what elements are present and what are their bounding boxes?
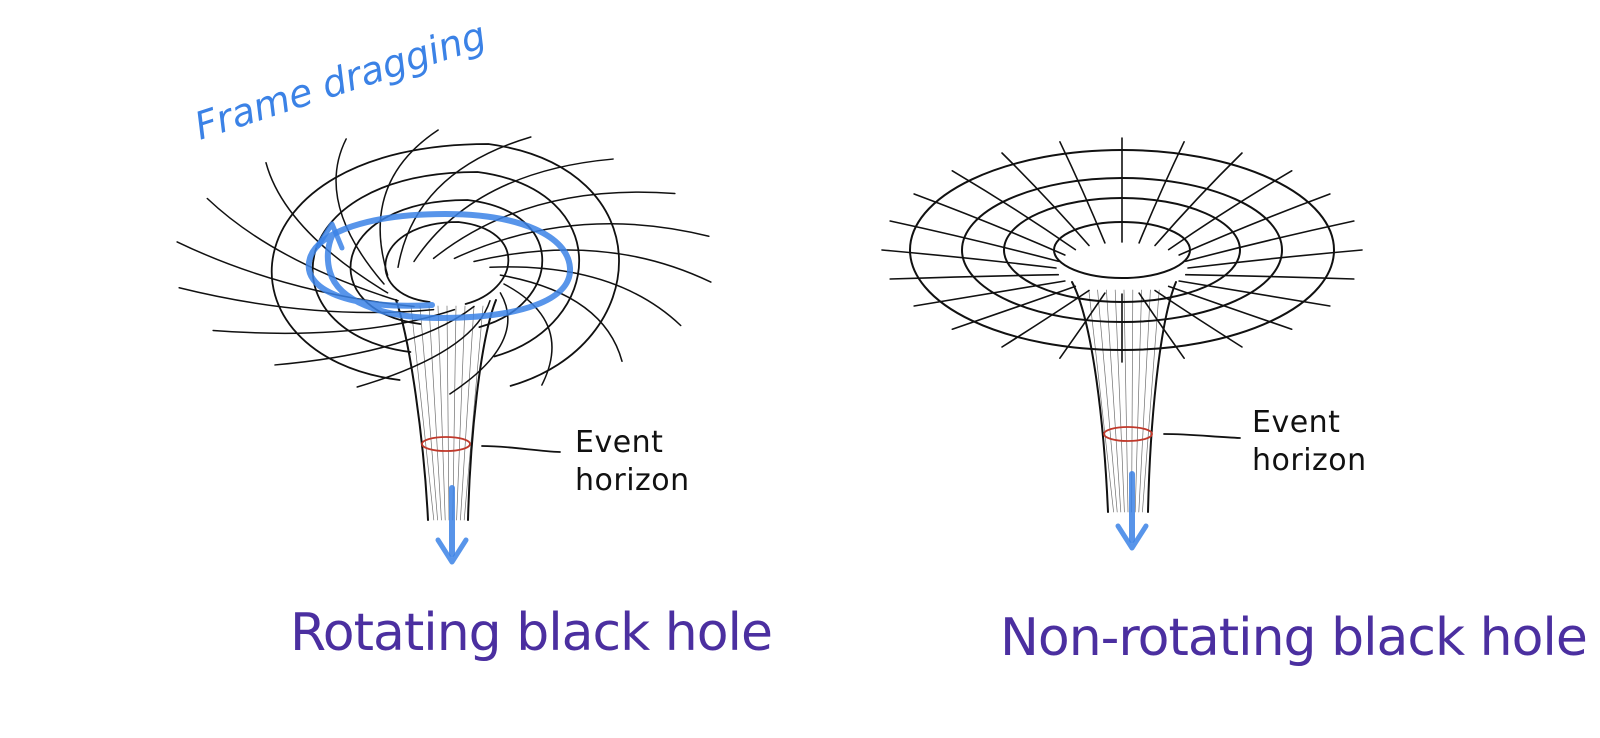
rotating-funnel: [395, 299, 497, 521]
rotating-horizon-label: horizon: [575, 463, 690, 498]
grid-radial-line: [889, 273, 1060, 280]
grid-radial-line: [913, 193, 1066, 256]
funnel-line: [446, 305, 450, 521]
rotating-infall-arrowhead: [435, 537, 469, 565]
grid-swirl-line: [432, 191, 676, 260]
rotating-panel: Frame dragging Event horizon Rotating bl…: [176, 13, 773, 663]
funnel-line: [437, 305, 446, 521]
rotating-caption: Rotating black hole: [290, 603, 772, 663]
funnel-line: [410, 305, 435, 521]
grid-radial-line: [913, 280, 1066, 307]
grid-radial-line: [1187, 249, 1363, 269]
grid-radial-line: [1059, 141, 1106, 244]
non-rotating-horizon-label: horizon: [1252, 443, 1367, 478]
funnel-line: [456, 305, 466, 521]
non-rotating-spacetime-grid: [881, 137, 1363, 363]
grid-spiral-ring: [311, 171, 581, 358]
funnel-line: [1142, 289, 1160, 513]
grid-radial-line: [1138, 292, 1185, 359]
grid-radial-line: [1138, 141, 1185, 244]
grid-swirl-line: [499, 274, 623, 362]
non-rotating-panel: Event horizon Non-rotating black hole: [881, 137, 1588, 668]
grid-radial-line: [1001, 289, 1090, 348]
grid-radial-line: [1178, 280, 1331, 307]
grid-swirl-line: [206, 197, 399, 302]
funnel-line: [1114, 289, 1125, 513]
grid-swirl-line: [449, 292, 509, 395]
grid-swirl-line: [489, 266, 682, 327]
rotating-event-label: Event: [575, 425, 663, 460]
grid-swirl-line: [178, 286, 435, 314]
grid-swirl-line: [212, 308, 456, 335]
grid-swirl-line: [503, 283, 553, 386]
rotating-event-horizon-ring: [421, 436, 471, 452]
grid-radial-line: [1167, 285, 1293, 330]
grid-radial-line: [1059, 292, 1106, 359]
funnel-edge: [1147, 281, 1177, 513]
frame-dragging-arrowhead: [315, 221, 345, 251]
funnel-line: [1138, 289, 1151, 513]
grid-spiral-ring: [271, 143, 620, 387]
grid-radial-line: [951, 285, 1077, 330]
grid-radial-line: [889, 220, 1060, 263]
non-rotating-infall-arrowhead: [1115, 523, 1149, 551]
funnel-edge: [1071, 281, 1109, 513]
funnel-line: [1097, 289, 1118, 513]
funnel-edge: [395, 299, 429, 521]
grid-swirl-line: [265, 162, 389, 294]
funnel-line: [1106, 289, 1122, 513]
grid-radial-line: [1178, 193, 1331, 256]
grid-swirl-line: [473, 249, 712, 283]
grid-radial-line: [951, 170, 1077, 251]
grid-swirl-line: [453, 223, 710, 260]
non-rotating-horizon-leader-line: [1163, 433, 1241, 439]
funnel-line: [460, 305, 475, 521]
grid-spiral-ring: [384, 221, 510, 305]
frame-dragging-label: Frame dragging: [189, 13, 491, 149]
grid-swirl-line: [397, 136, 532, 269]
non-rotating-event-label: Event: [1252, 405, 1340, 440]
funnel-line: [463, 305, 484, 521]
grid-radial-line: [881, 249, 1057, 269]
grid-radial-line: [1184, 273, 1355, 280]
funnel-line: [419, 305, 438, 521]
grid-swirl-line: [413, 158, 614, 263]
grid-radial-line: [1154, 289, 1243, 348]
grid-radial-line: [1167, 170, 1293, 251]
grid-swirl-line: [335, 138, 385, 285]
grid-spiral-ring: [349, 199, 543, 328]
rotating-spacetime-grid: [176, 129, 712, 395]
funnel-line: [1088, 289, 1114, 513]
grid-swirl-line: [176, 241, 415, 308]
rotating-horizon-leader-line: [481, 445, 561, 453]
funnel-line: [428, 305, 442, 521]
non-rotating-caption: Non-rotating black hole: [1000, 608, 1587, 668]
grid-radial-line: [1184, 220, 1355, 263]
funnel-line: [1134, 289, 1142, 513]
non-rotating-funnel: [1071, 281, 1177, 513]
grid-swirl-line: [356, 299, 491, 388]
funnel-line: [1123, 289, 1129, 513]
non-rotating-event-horizon-ring: [1103, 426, 1153, 442]
grid-radial-line: [1154, 152, 1243, 247]
grid-radial-line: [1001, 152, 1090, 247]
grid-swirl-line: [379, 129, 439, 276]
funnel-line: [452, 305, 457, 521]
frame-dragging-loop-arrow: [305, 210, 574, 322]
